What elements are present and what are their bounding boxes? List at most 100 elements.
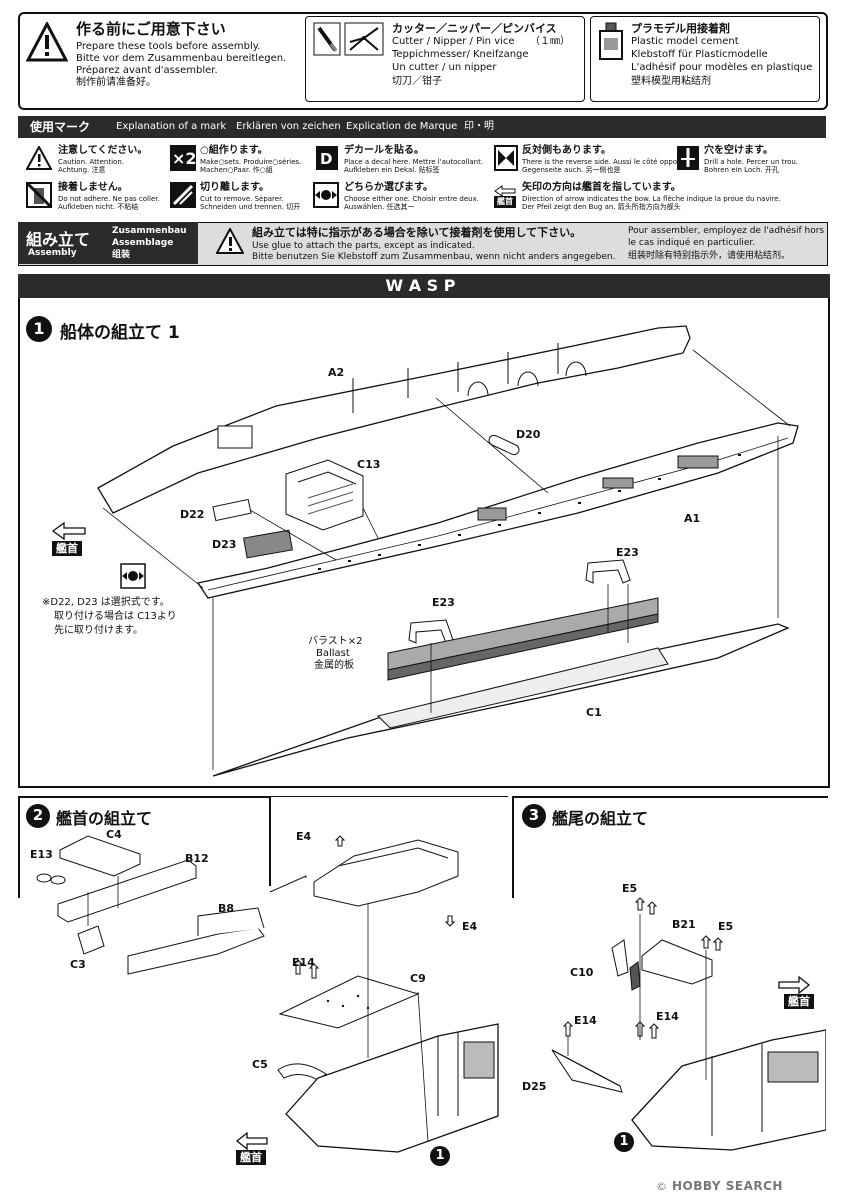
no-glue-icon [26, 182, 52, 212]
svg-text:D: D [320, 150, 332, 168]
part-label-e14-left: E14 [574, 1014, 597, 1027]
part-label-e4-bottom: E4 [462, 920, 478, 933]
mark-caution-jp: 注意してください。 [58, 145, 148, 156]
assembly-cn: 组装 [112, 250, 131, 260]
svg-text:×2: ×2 [172, 149, 196, 168]
mark-reverse-l2: Gegenseite auch. 另一侧也是 [522, 166, 621, 174]
assembly-note-cn: 组装时除有特别指示外，请使用粘结剂。 [628, 251, 791, 261]
mark-noglue-jp: 接着しません。 [58, 182, 128, 193]
cut-icon [170, 182, 196, 212]
assembly-en: Assembly [28, 248, 77, 258]
step3-ref: 1 [619, 1134, 629, 1149]
mark-cut-jp: 切り離します。 [200, 182, 269, 193]
assembly-de: Zusammenbau [112, 226, 187, 236]
step1-note-3: 先に取り付けます。 [54, 625, 143, 636]
cutter-icon [313, 22, 341, 60]
step1-hull-drawing [97, 325, 799, 777]
cement-line-1: Plastic model cement [631, 36, 739, 47]
mark-bow-jp: 矢印の方向は艦首を指しています。 [522, 182, 681, 193]
marks-header-bar [18, 116, 826, 138]
mark-drill-jp: 穴を空けます。 [704, 145, 773, 156]
step3-title: 艦尾の組立て [552, 809, 649, 828]
mark-decal-l1: Place a decal here. Mettre l'autocollant… [344, 158, 484, 166]
cement-line-2: Klebstoff für Plasticmodelle [631, 49, 768, 60]
choose-icon [313, 182, 339, 212]
bow-badge-step3: 艦首 [784, 994, 814, 1009]
tools-title: 作る前にご用意下さい [76, 20, 226, 38]
ballast-label-jp: バラスト×2 [308, 636, 363, 647]
part-label-e14-step2: E14 [292, 956, 315, 969]
part-label-d23: D23 [212, 538, 237, 551]
tools-divider [305, 16, 585, 102]
watermark-text: HOBBY SEARCH [672, 1179, 783, 1193]
marks-header-de: Erklären von zeichen [236, 121, 341, 132]
reverse-side-icon [494, 145, 518, 175]
bow-arrow-step3-icon [778, 975, 811, 998]
step1-note-1: ※D22, D23 は選択式です。 [42, 597, 170, 608]
step2-ref: 1 [435, 1148, 445, 1163]
part-label-c9: C9 [410, 972, 426, 985]
cement-line-3: L'adhésif pour modèles en plastique [631, 62, 813, 73]
part-label-e14-right: E14 [656, 1010, 679, 1023]
part-label-b12: B12 [185, 852, 209, 865]
mark-caution-l2: Achtung. 注意 [58, 166, 106, 174]
mark-sets-l1: Make○sets. Produire○séries. [200, 158, 302, 166]
caution-icon [25, 144, 53, 174]
step2-title: 艦首の組立て [56, 809, 153, 828]
times-two-icon: ×2 [170, 145, 197, 175]
bow-badge-step2: 艦首 [236, 1150, 266, 1165]
cement-bottle-icon [596, 22, 626, 66]
mark-reverse-jp: 反対側もあります。 [522, 145, 611, 156]
step2-number: 2 [32, 806, 44, 824]
part-label-e5-left: E5 [622, 882, 638, 895]
marks-header-en: Explanation of a mark [116, 121, 227, 132]
assembly-note-en: Use glue to attach the parts, except as … [252, 241, 475, 251]
mark-choose-l2: Auswählen. 任选其一 [344, 203, 415, 211]
part-label-c1: C1 [586, 706, 602, 719]
cement-line-4: 塑料模型用粘结剂 [631, 76, 711, 87]
bow-arrow-icon [494, 182, 516, 201]
part-label-e23-b: E23 [432, 596, 455, 609]
mark-decal-l2: Aufkleben ein Dekal. 贴标签 [344, 166, 440, 174]
tools-line-3: Préparez avant d'assembler. [76, 65, 218, 76]
nipper-icon [344, 22, 384, 60]
tools-line-1: Prepare these tools before assembly. [76, 41, 261, 52]
mark-choose-jp: どちらか選びます。 [344, 182, 433, 193]
part-label-e13: E13 [30, 848, 53, 861]
part-label-a1: A1 [684, 512, 701, 525]
cutter-line-3: Un cutter / un nipper [392, 62, 497, 73]
part-label-b21: B21 [672, 918, 696, 931]
step2-number-badge [26, 804, 50, 828]
step1-number-badge [26, 316, 52, 342]
warning-icon [25, 20, 69, 66]
cement-panel [590, 16, 820, 102]
wasp-title: W A S P [385, 276, 456, 295]
mark-drill-l1: Drill a hole. Percer un trou. [704, 158, 799, 166]
ballast-label-en: Ballast [316, 648, 350, 659]
cutter-line-1: Cutter / Nipper / Pin vice [392, 36, 515, 47]
mark-sets-l2: Machen○Paar. 作○組 [200, 166, 273, 174]
wasp-title-bar [18, 274, 830, 298]
part-label-c13: C13 [357, 458, 381, 471]
step1-note-2: 取り付ける場合は C13より [54, 611, 177, 622]
mark-decal-jp: デカールを貼る。 [344, 145, 424, 156]
step3-number: 3 [528, 806, 540, 824]
step3-number-badge [522, 804, 546, 828]
step3-frame [512, 796, 828, 898]
assembly-fr: Assemblage [112, 238, 174, 248]
choose-step1-icon [120, 563, 146, 593]
marks-header-jp: 使用マーク [30, 120, 91, 134]
mark-cut-l2: Schneiden und trennen. 切开 [200, 203, 301, 211]
mark-noglue-l2: Aufkleben nicht. 不粘结 [58, 203, 139, 211]
step3-drawing [551, 897, 826, 1151]
step2-frame [18, 796, 270, 898]
part-label-c3: C3 [70, 958, 86, 971]
mark-caution-l1: Caution. Attention. [58, 158, 125, 166]
mark-choose-l1: Choose either one. Choisir entre deux. [344, 195, 479, 203]
tools-line-4: 制作前请准备好。 [76, 77, 156, 88]
step3-ref-badge [614, 1132, 634, 1152]
cement-title: プラモデル用接着剤 [631, 22, 730, 35]
mark-bow-l1: Direction of arrow indicates the bow. La… [522, 195, 781, 203]
part-label-c5: C5 [252, 1058, 268, 1071]
cutter-size: （１㎜） [530, 36, 570, 47]
